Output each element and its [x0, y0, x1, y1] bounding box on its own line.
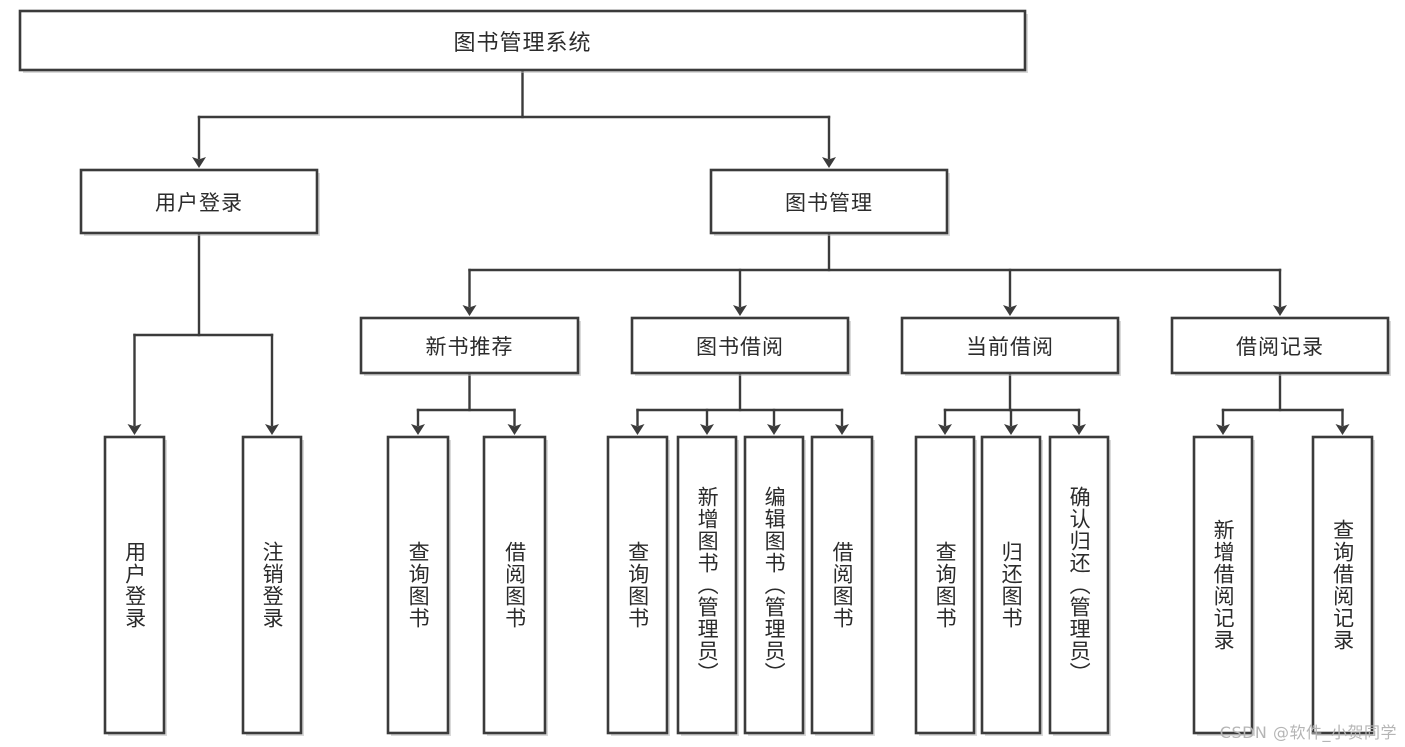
node-box-l3_5[interactable] [676, 435, 738, 735]
node-box-root[interactable] [18, 9, 1027, 72]
node-label-l2_1: 图书借阅 [632, 318, 848, 373]
node-box-l2_3[interactable] [1170, 316, 1390, 375]
node-label-text: 借阅记录 [1236, 334, 1324, 359]
node-label-l3_9: 归还图书 [982, 437, 1040, 733]
node-label-text: 新增借阅记录 [1211, 519, 1236, 651]
node-label-text: 图书借阅 [696, 334, 784, 359]
node-label-l3_6: 编辑图书（管理员） [745, 437, 803, 733]
node-label-l3_11: 新增借阅记录 [1194, 437, 1252, 733]
node-label-l3_2: 查询图书 [388, 437, 448, 733]
node-box-l3_7[interactable] [810, 435, 874, 735]
node-label-text: 归还图书 [999, 541, 1024, 629]
node-box-l3_3[interactable] [482, 435, 547, 735]
node-label-l3_8: 查询图书 [916, 437, 974, 733]
node-box-l2_1[interactable] [630, 316, 850, 375]
node-box-l2_2[interactable] [900, 316, 1120, 375]
node-label-text: 用户登录 [155, 190, 243, 215]
node-label-text: 新书推荐 [425, 334, 514, 359]
node-box-l3_6[interactable] [743, 435, 805, 735]
node-label-l2_0: 新书推荐 [361, 318, 578, 373]
node-label-l3_5: 新增图书（管理员） [678, 437, 736, 733]
node-label-text: 查询借阅记录 [1330, 519, 1355, 651]
node-label-text: 用户登录 [122, 541, 147, 629]
watermark: CSDN @软件_小贺同学 [1219, 723, 1397, 742]
node-label-l3_3: 借阅图书 [484, 437, 545, 733]
node-box-l3_12[interactable] [1311, 435, 1374, 735]
node-label-l3_4: 查询图书 [608, 437, 667, 733]
node-label-l2_3: 借阅记录 [1172, 318, 1388, 373]
node-label-l2_2: 当前借阅 [902, 318, 1118, 373]
node-box-l3_11[interactable] [1192, 435, 1254, 735]
node-label-text: 查询图书 [625, 541, 650, 629]
node-label-text: 新增图书（管理员） [695, 486, 720, 684]
node-label-l1_1: 图书管理 [711, 170, 947, 233]
node-box-l1_0[interactable] [79, 168, 319, 235]
node-box-l1_1[interactable] [709, 168, 949, 235]
node-box-l3_0[interactable] [103, 435, 166, 735]
node-box-l3_4[interactable] [606, 435, 669, 735]
node-label-text: 编辑图书（管理员） [762, 486, 787, 684]
node-label-root: 图书管理系统 [20, 11, 1025, 70]
node-label-text: 图书管理 [785, 190, 873, 215]
node-box-l3_9[interactable] [980, 435, 1042, 735]
node-label-l1_0: 用户登录 [81, 170, 317, 233]
connector-layer [127, 68, 1350, 435]
node-label-l3_10: 确认归还（管理员） [1050, 437, 1108, 733]
node-box-l3_2[interactable] [386, 435, 450, 735]
node-box-l3_8[interactable] [914, 435, 976, 735]
node-box-l3_1[interactable] [241, 435, 303, 735]
node-label-text: 借阅图书 [830, 541, 855, 629]
node-box-l3_10[interactable] [1048, 435, 1110, 735]
node-label-l3_1: 注销登录 [243, 437, 301, 733]
node-label-l3_7: 借阅图书 [812, 437, 872, 733]
node-label-text: 查询图书 [933, 541, 958, 629]
node-label-text: 查询图书 [406, 541, 431, 629]
node-label-l3_0: 用户登录 [105, 437, 164, 733]
node-box-l2_0[interactable] [359, 316, 580, 375]
node-label-text: 借阅图书 [502, 541, 527, 629]
node-label-text: 当前借阅 [966, 334, 1054, 359]
node-label-text: 确认归还（管理员） [1067, 486, 1092, 684]
node-label-l3_12: 查询借阅记录 [1313, 437, 1372, 733]
node-label-text: 图书管理系统 [453, 30, 592, 56]
node-label-text: 注销登录 [260, 541, 285, 629]
node-layer [18, 9, 1391, 736]
